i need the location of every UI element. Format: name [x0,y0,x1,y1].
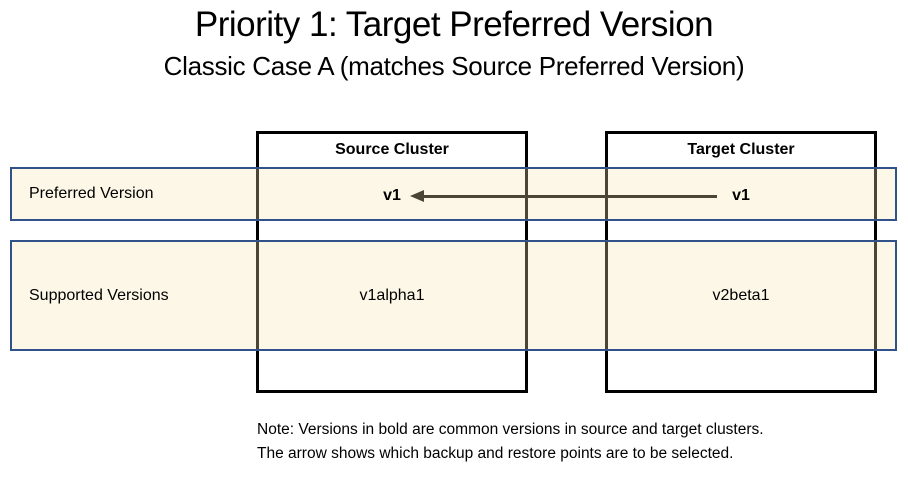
source-cluster-title: Source Cluster [335,141,449,158]
page-title: Priority 1: Target Preferred Version [194,5,714,44]
version-match-arrow [410,190,717,202]
note-line-1: Note: Versions in bold are common versio… [257,421,764,438]
preferred-version-row-label: Preferred Version [29,185,154,202]
target-preferred-version: v1 [732,187,750,204]
target-supported-versions: v2beta1 [712,287,770,304]
note-line-2: The arrow shows which backup and restore… [257,445,734,462]
target-cluster-title: Target Cluster [687,141,795,158]
note-text: Note: Versions in bold are common versio… [257,418,764,466]
arrow-head-icon [410,190,424,202]
target-cluster-box: Target Cluster [605,131,877,393]
source-supported-versions: v1alpha1 [359,287,425,304]
source-cluster-box: Source Cluster [256,131,528,393]
supported-versions-row-label: Supported Versions [29,286,169,304]
preferred-version-band: Preferred Version [10,167,897,221]
supported-versions-band: Supported Versions [10,240,897,351]
page-subtitle: Classic Case A (matches Source Preferred… [163,51,745,81]
source-preferred-version: v1 [383,187,401,204]
arrow-line [419,195,717,198]
